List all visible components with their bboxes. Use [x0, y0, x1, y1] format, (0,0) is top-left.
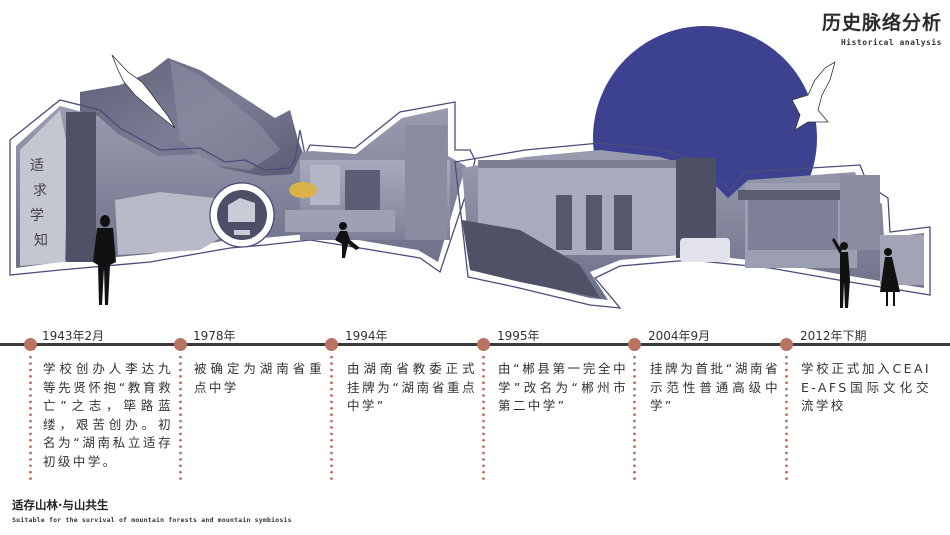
standing-person [93, 215, 116, 305]
timeline-node [780, 338, 793, 351]
dotted-connector [633, 354, 636, 480]
title-block: 历史脉络分析 Historical analysis [822, 12, 942, 47]
event-description: 挂牌为首批“湖南省示范性普通高级中学” [650, 361, 780, 414]
page-subtitle: Historical analysis [840, 38, 942, 47]
dotted-connector [482, 354, 485, 480]
timeline-node [325, 338, 338, 351]
event-year: 2012年下期 [800, 329, 867, 343]
dotted-connector [29, 354, 32, 480]
dotted-connector [330, 354, 333, 480]
event-description: 由湖南省教委正式挂牌为“湖南省重点中学” [347, 361, 477, 414]
svg-text:求: 求 [33, 183, 47, 199]
footer-subtitle: Suitable for the survival of mountain fo… [12, 516, 292, 524]
frame-left [9, 99, 476, 276]
dotted-connector [785, 354, 788, 480]
event-year: 1978年 [193, 329, 236, 343]
pointing-man [832, 238, 850, 308]
calligraphy-rock-scene: 适 求 学 知 [20, 110, 225, 266]
page-title: 历史脉络分析 [821, 12, 942, 34]
event-description: 由“郴县第一完全中学”改名为“郴州市第二中学” [498, 361, 628, 414]
event-year: 1995年 [497, 329, 540, 343]
event-description: 被确定为湖南省重点中学 [194, 361, 324, 395]
timeline-axis [0, 343, 950, 346]
main-gate-scene [738, 175, 924, 285]
footer-title: 适存山林·与山共生 [12, 498, 109, 512]
svg-text:学: 学 [30, 208, 44, 224]
dotted-connector [179, 354, 182, 480]
frame-right [454, 142, 931, 309]
svg-text:知: 知 [34, 232, 48, 249]
timeline-node [174, 338, 187, 351]
school-gate-scene [285, 125, 450, 240]
footer-caption: 适存山林·与山共生 Suitable for the survival of m… [12, 497, 292, 524]
eagle-right [791, 61, 836, 131]
event-year: 2004年9月 [648, 329, 711, 343]
auditorium-scene [462, 158, 730, 298]
timeline-node [24, 338, 37, 351]
woman-with-bicycle [880, 248, 900, 306]
event-year: 1943年2月 [42, 329, 105, 343]
timeline-node [477, 338, 490, 351]
event-year: 1994年 [345, 329, 388, 343]
running-child [335, 222, 360, 258]
eagle-left [111, 54, 176, 129]
historical-collage: 适 求 学 知 [9, 26, 931, 309]
event-description: 学校正式加入CEAIE-AFS国际文化交流学校 [801, 361, 931, 414]
svg-text:适: 适 [30, 158, 44, 174]
timeline-node [628, 338, 641, 351]
event-description: 学校创办人李达九等先贤怀抱“教育救亡”之志，筚路蓝缕，艰苦创办。初名为“湖南私立… [43, 361, 173, 469]
school-emblem [209, 182, 275, 248]
